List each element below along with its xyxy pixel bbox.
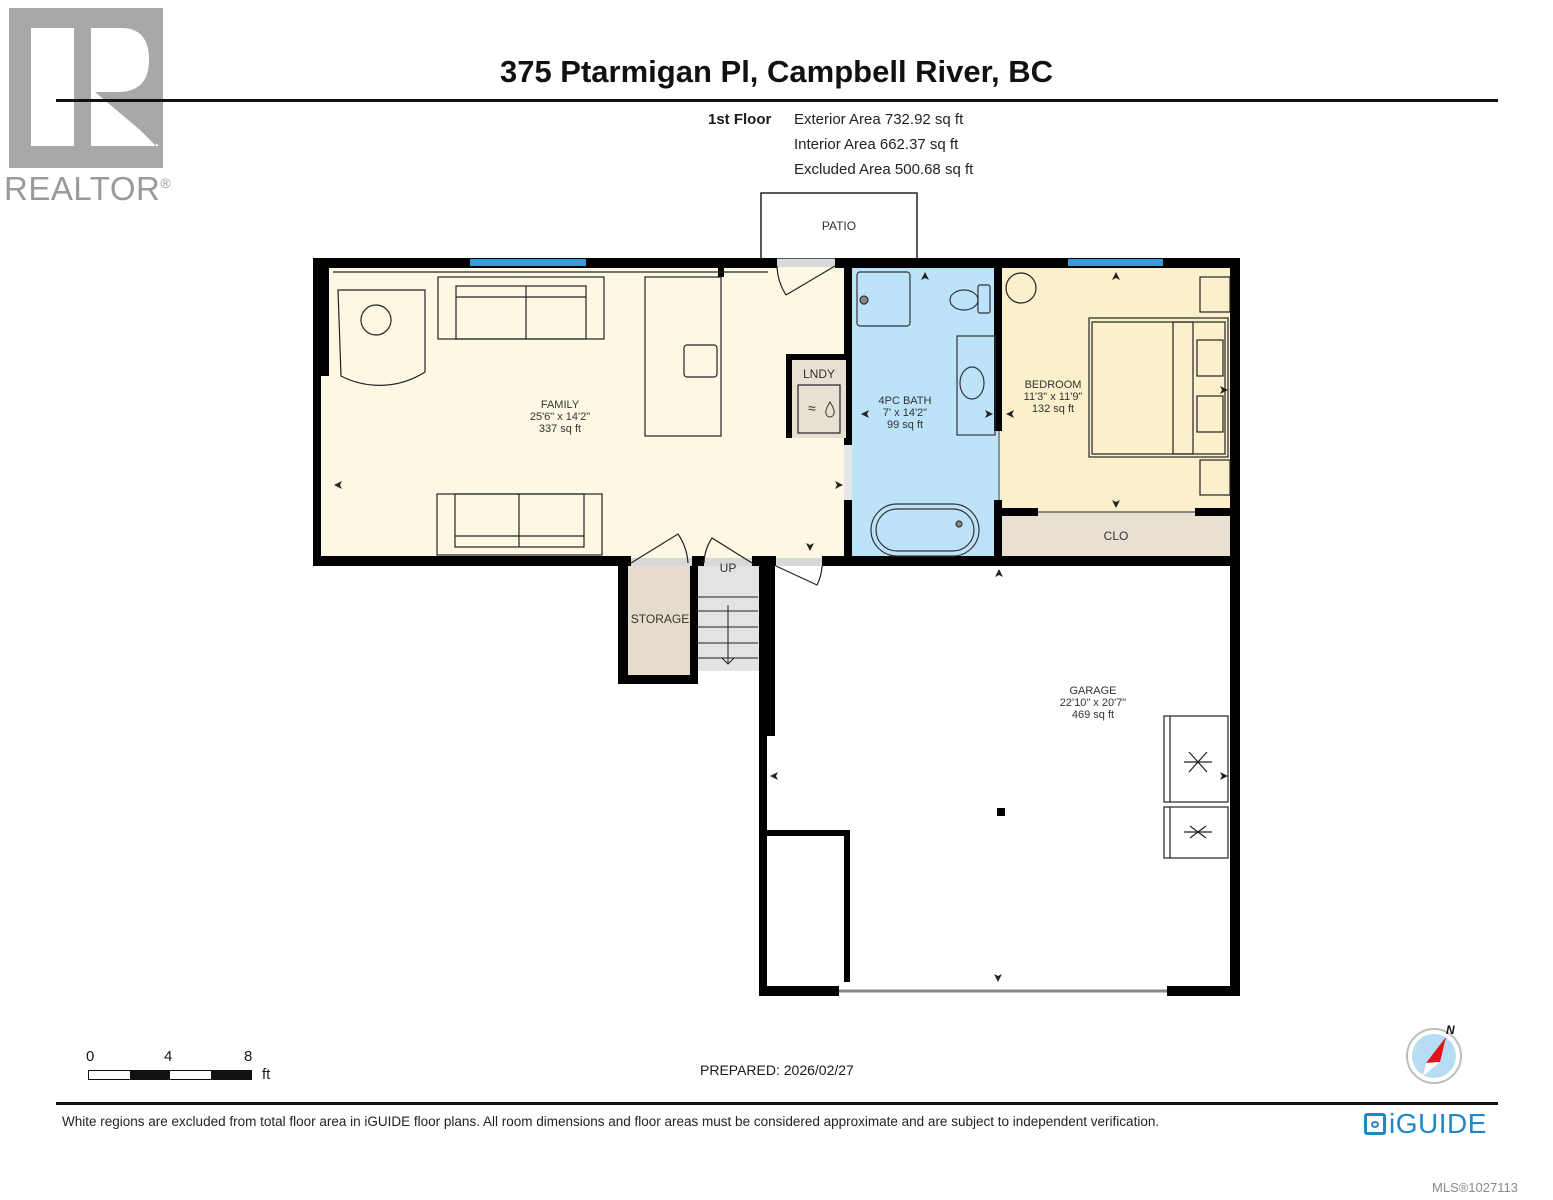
family-label: FAMILY 25'6" x 14'2" 337 sq ft <box>530 399 590 435</box>
svg-text:7' x 14'2": 7' x 14'2" <box>883 407 927 419</box>
svg-text:25'6" x 14'2": 25'6" x 14'2" <box>530 411 590 423</box>
svg-text:132 sq ft: 132 sq ft <box>1032 403 1074 415</box>
iguide-camera-icon <box>1364 1113 1386 1135</box>
scale-tick-4: 4 <box>164 1048 173 1065</box>
interior-area: Interior Area 662.37 sq ft <box>794 136 959 153</box>
iguide-wordmark: iGUIDE <box>1389 1108 1487 1139</box>
page-title: 375 Ptarmigan Pl, Campbell River, BC <box>499 54 1054 89</box>
garage-room <box>767 567 1232 991</box>
svg-text:LNDY: LNDY <box>803 367 835 381</box>
bedroom-furniture <box>1005 272 1231 496</box>
excluded-area: Excluded Area 500.68 sq ft <box>794 161 974 178</box>
doors <box>630 259 1195 993</box>
snowflake-icon <box>1184 751 1212 839</box>
scale-bar <box>88 1070 252 1080</box>
svg-text:BEDROOM: BEDROOM <box>1025 379 1082 391</box>
windows <box>470 259 1163 266</box>
closet-label: CLO <box>1104 529 1129 543</box>
svg-text:PATIO: PATIO <box>822 219 856 233</box>
svg-text:99 sq ft: 99 sq ft <box>887 419 923 431</box>
realtor-r-icon <box>31 28 159 146</box>
compass-icon: N <box>1406 1023 1462 1084</box>
bedroom-label: BEDROOM 11'3" x 11'9" 132 sq ft <box>1024 379 1083 415</box>
svg-text:337 sq ft: 337 sq ft <box>539 423 581 435</box>
scale-tick-0: 0 <box>86 1048 95 1065</box>
garage-label: GARAGE 22'10" x 20'7" 469 sq ft <box>1060 685 1127 721</box>
svg-text:FAMILY: FAMILY <box>541 399 580 411</box>
mls-number: MLS®1027113 <box>1432 1180 1518 1195</box>
storage-room <box>626 563 692 677</box>
storage-label: STORAGE <box>631 612 689 626</box>
garage-column <box>997 808 1005 816</box>
svg-text:GARAGE: GARAGE <box>1069 685 1116 697</box>
laundry: LNDY ≈ <box>792 360 846 438</box>
stairs-label: UP <box>720 561 737 575</box>
bath-fixtures <box>856 271 996 557</box>
footer-divider <box>56 1102 1498 1105</box>
scale-unit: ft <box>262 1066 271 1083</box>
prepared-date: PREPARED: 2026/02/27 <box>700 1062 854 1078</box>
realtor-logo <box>9 8 163 168</box>
washer-icon: ≈ <box>808 400 816 416</box>
closet-room <box>1000 513 1232 559</box>
water-drop-icon <box>825 401 835 418</box>
exterior-area: Exterior Area 732.92 sq ft <box>794 111 964 128</box>
scale-tick-8: 8 <box>244 1048 253 1065</box>
floor-label: 1st Floor <box>708 111 772 128</box>
svg-text:4PC BATH: 4PC BATH <box>879 395 932 407</box>
stairs <box>698 596 758 665</box>
patio: PATIO <box>760 192 918 260</box>
svg-text:22'10" x 20'7": 22'10" x 20'7" <box>1060 697 1127 709</box>
family-furniture <box>333 271 768 556</box>
disclaimer-text: White regions are excluded from total fl… <box>62 1114 1160 1129</box>
measurement-markers <box>334 272 1228 982</box>
title-divider <box>56 99 1498 102</box>
svg-text:469 sq ft: 469 sq ft <box>1072 709 1114 721</box>
garage-freezers <box>1163 715 1229 859</box>
bath-room <box>850 267 1000 559</box>
bath-label: 4PC BATH 7' x 14'2" 99 sq ft <box>879 395 932 431</box>
iguide-logo: iGUIDE <box>1364 1108 1487 1140</box>
realtor-wordmark: REALTOR® <box>4 170 172 207</box>
svg-text:N: N <box>1446 1023 1455 1037</box>
svg-text:11'3" x 11'9": 11'3" x 11'9" <box>1024 391 1083 403</box>
